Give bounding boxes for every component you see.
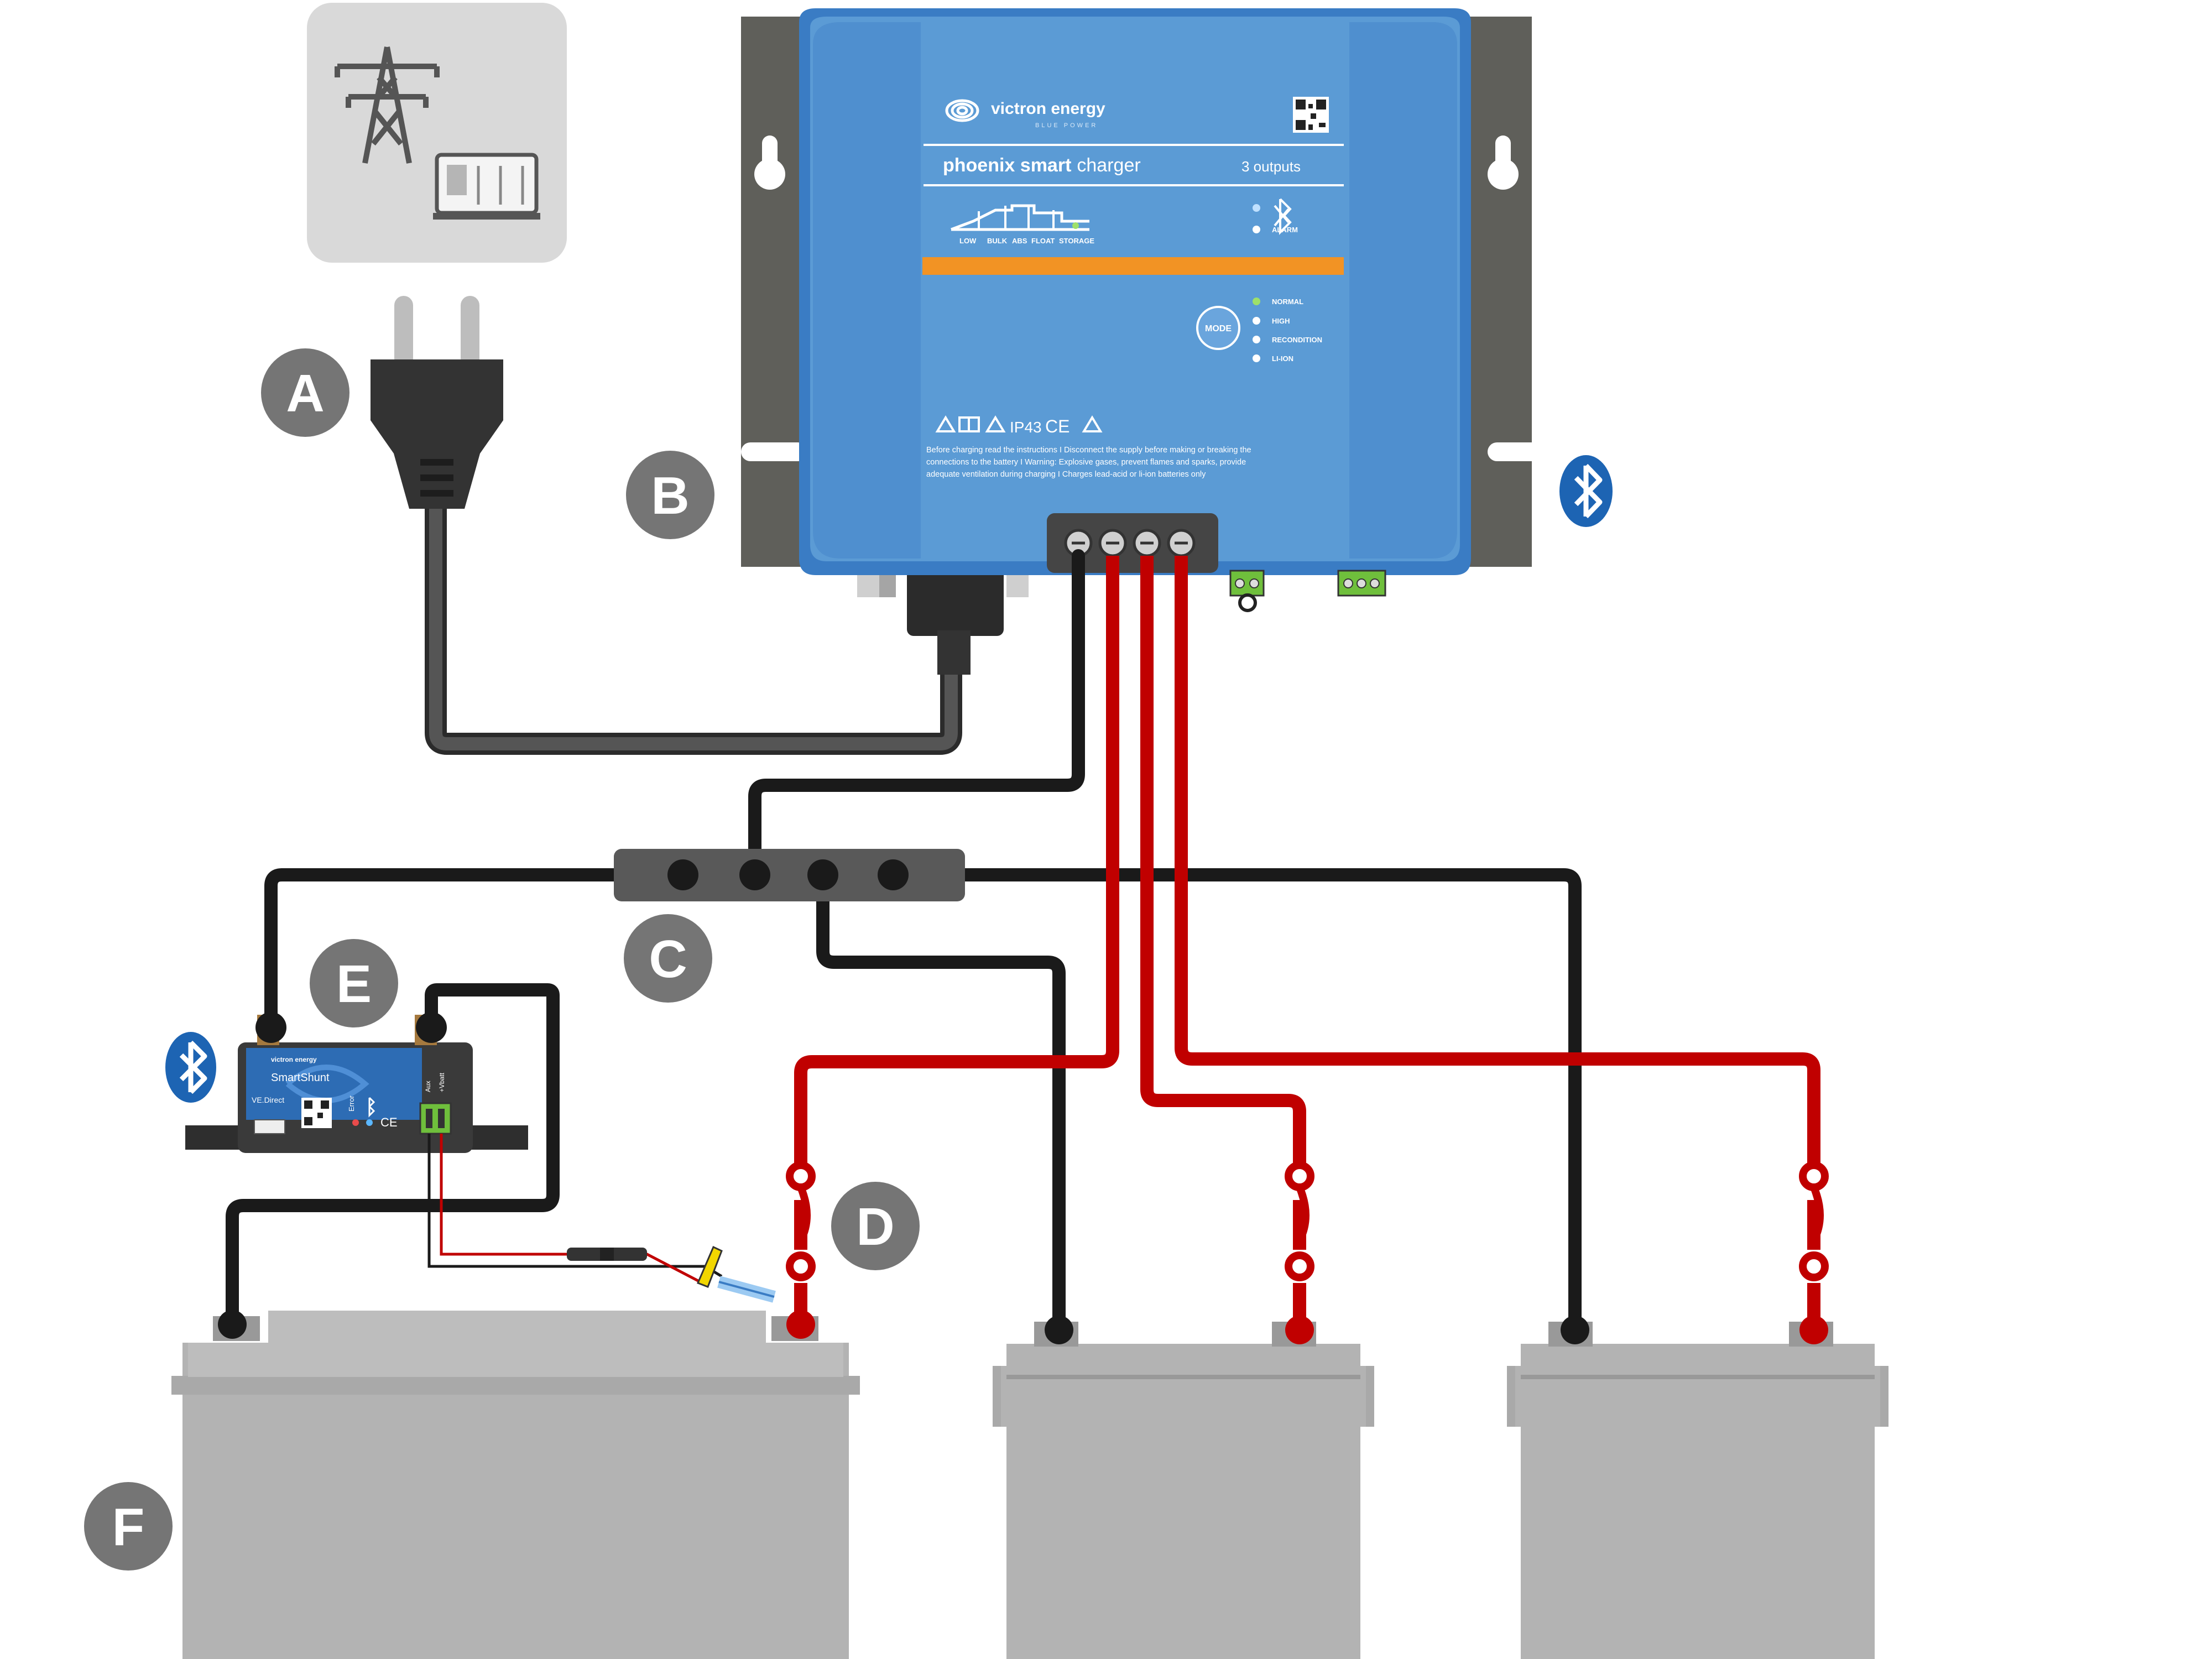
bluetooth-icon bbox=[165, 1032, 216, 1103]
label-e: E bbox=[310, 939, 398, 1027]
label-f: F bbox=[84, 1482, 173, 1571]
bluetooth-icon bbox=[1274, 198, 1292, 235]
ring-terminal bbox=[697, 1245, 776, 1303]
mode-button-label: MODE bbox=[1205, 324, 1232, 333]
shunt-vbatt: +Vbatt bbox=[438, 1072, 446, 1092]
bluetooth-icon bbox=[1559, 455, 1613, 527]
orange-stripe bbox=[922, 257, 1344, 275]
warning-line-3: adequate ventilation during charging I C… bbox=[926, 470, 1206, 479]
label-b: B bbox=[626, 451, 714, 539]
bluetooth-icon bbox=[368, 1097, 375, 1118]
shunt-brand: victron energy bbox=[271, 1056, 317, 1063]
mode-high: HIGH bbox=[1272, 317, 1290, 325]
mains-cable bbox=[425, 509, 962, 755]
shunt-ce: CE bbox=[380, 1115, 398, 1129]
label-d: D bbox=[831, 1182, 920, 1270]
warning-icon bbox=[935, 415, 1006, 432]
smartshunt: victron energy SmartShunt VE.Direct Erro… bbox=[185, 1012, 528, 1153]
stage-float: FLOAT bbox=[1031, 237, 1055, 245]
label-c: C bbox=[624, 914, 712, 1003]
shunt-name: SmartShunt bbox=[271, 1072, 330, 1084]
ac-source-panel bbox=[307, 3, 567, 263]
fuse-icon bbox=[1799, 1161, 1829, 1281]
svg-text:F: F bbox=[112, 1498, 145, 1557]
svg-text:D: D bbox=[856, 1197, 894, 1256]
warning-line-2: connections to the battery I Warning: Ex… bbox=[926, 458, 1246, 467]
fuse-icon bbox=[1285, 1161, 1314, 1281]
battery-2 bbox=[993, 1316, 1374, 1659]
shunt-error: Error bbox=[347, 1095, 356, 1112]
charger-brand: victron energy bbox=[991, 100, 1105, 118]
label-a: A bbox=[261, 348, 349, 437]
stage-storage: STORAGE bbox=[1059, 237, 1094, 245]
stage-abs: ABS bbox=[1012, 237, 1027, 245]
mode-button[interactable] bbox=[1196, 306, 1240, 350]
generator-icon bbox=[433, 153, 540, 220]
mode-li-ion: LI-ION bbox=[1272, 354, 1293, 363]
charger-brand-sub: BLUE POWER bbox=[1035, 122, 1098, 129]
power-pylon-icon bbox=[335, 46, 440, 164]
mode-normal: NORMAL bbox=[1272, 298, 1303, 306]
svg-text:C: C bbox=[649, 930, 687, 989]
svg-text:E: E bbox=[336, 954, 372, 1014]
fuse-icon bbox=[786, 1161, 816, 1281]
svg-text:B: B bbox=[651, 466, 689, 525]
svg-text:A: A bbox=[286, 364, 324, 423]
victron-logo-icon bbox=[945, 99, 979, 122]
stage-low: LOW bbox=[959, 237, 977, 245]
charger-outputs: 3 outputs bbox=[1241, 158, 1301, 175]
warning-line-1: Before charging read the instructions I … bbox=[926, 446, 1251, 455]
mode-recondition: RECONDITION bbox=[1272, 336, 1322, 344]
negative-busbar bbox=[614, 849, 965, 901]
ce-mark: CE bbox=[1045, 416, 1070, 436]
shunt-port: VE.Direct bbox=[252, 1095, 284, 1104]
battery-main bbox=[171, 1310, 860, 1659]
qr-code-icon bbox=[301, 1098, 332, 1128]
ve-direct-port[interactable] bbox=[254, 1119, 285, 1134]
charge-stages-graphic bbox=[951, 204, 1089, 231]
qr-code-icon bbox=[1293, 97, 1329, 133]
ip-rating: IP43 bbox=[1010, 419, 1042, 436]
plug-icon bbox=[371, 296, 503, 509]
stage-bulk: BULK bbox=[987, 237, 1008, 245]
black-cables bbox=[226, 549, 1582, 1337]
shunt-aux: Aux bbox=[424, 1081, 432, 1092]
battery-3 bbox=[1507, 1316, 1888, 1659]
alarm-label: ALARM bbox=[1272, 226, 1298, 234]
